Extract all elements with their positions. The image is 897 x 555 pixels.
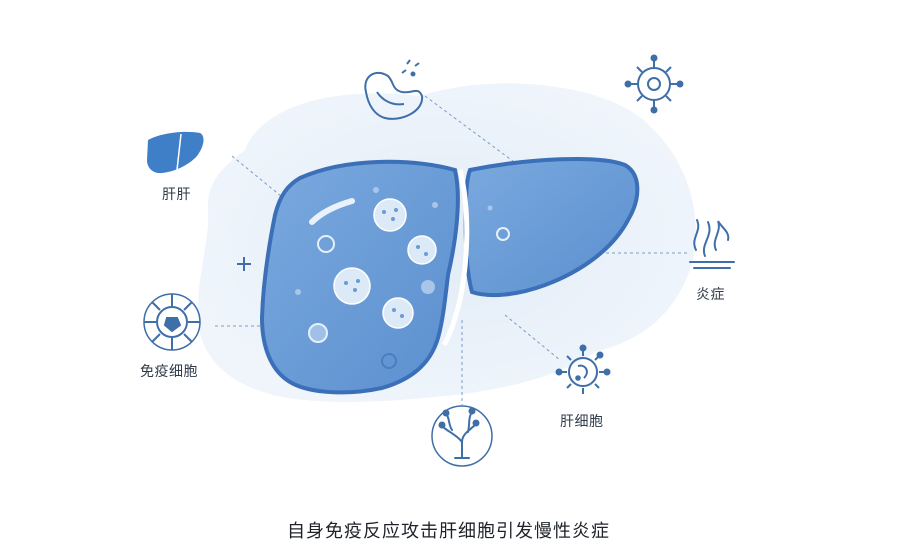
inflammation-icon xyxy=(689,219,735,269)
hepatocyte-icon xyxy=(555,344,611,394)
liver-cells xyxy=(333,198,437,329)
immune-cell-icon xyxy=(143,293,201,351)
virus-icon xyxy=(624,54,684,114)
label-inflammation: 炎症 xyxy=(696,287,725,303)
branching-cell-icon xyxy=(431,405,493,467)
label-liver: 肝肝 xyxy=(162,187,191,203)
cell-cluster xyxy=(407,235,437,265)
cell-cluster xyxy=(382,297,414,329)
liver-icon xyxy=(147,131,204,174)
cell-ring xyxy=(308,323,328,343)
cell-cluster xyxy=(373,198,407,232)
gut-icon xyxy=(364,59,424,120)
label-immune-cell: 免疫细胞 xyxy=(140,364,198,380)
cell-cluster xyxy=(333,267,371,305)
liver-divider xyxy=(441,169,470,347)
plus-icon xyxy=(237,257,251,271)
cell-ring xyxy=(317,235,335,253)
cell-ring xyxy=(496,227,510,241)
liver-highlight xyxy=(309,198,355,225)
floating-cell xyxy=(381,353,397,369)
caption: 自身免疫反应攻击肝细胞引发慢性炎症 xyxy=(287,521,610,542)
label-hepatocyte: 肝细胞 xyxy=(560,414,604,430)
